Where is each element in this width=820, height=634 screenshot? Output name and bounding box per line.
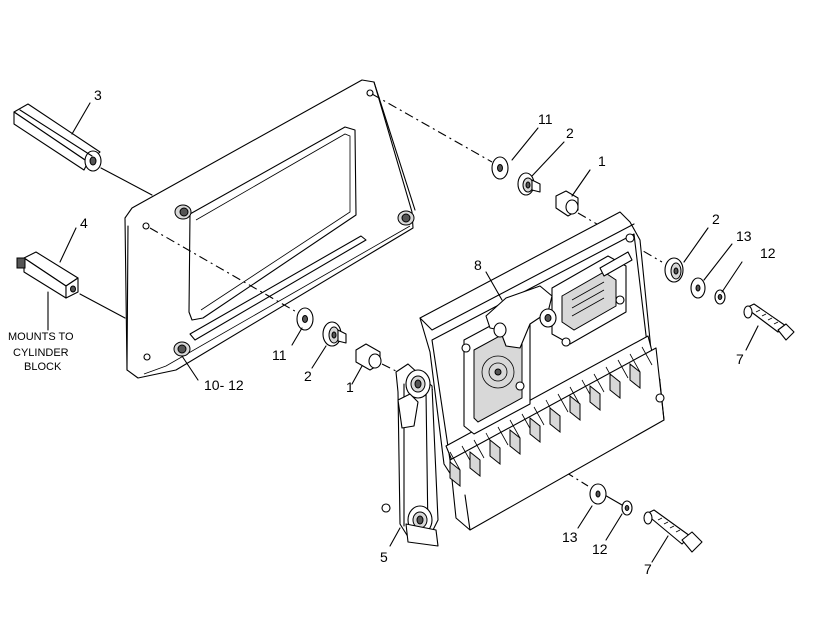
- grommet-2-right: [664, 257, 684, 283]
- callout-1-upper: 1: [598, 153, 606, 169]
- spacer-1-middle: [355, 343, 382, 371]
- grommet-2-upper: [517, 172, 541, 196]
- callout-5: 5: [380, 549, 388, 565]
- note-line-2: CYLINDER: [13, 347, 69, 359]
- callout-7-lower: 7: [644, 561, 652, 577]
- callout-10-12: 10- 12: [204, 377, 244, 393]
- part-8-bracket: [485, 285, 557, 349]
- leader-3-to-plate: [100, 167, 153, 196]
- callout-12-upper: 12: [760, 245, 776, 261]
- washer-13-lower: [589, 483, 607, 505]
- centerline-upper-b: [577, 212, 663, 263]
- washer-11-upper: [491, 156, 509, 180]
- callout-2-right: 2: [712, 211, 720, 227]
- washer-12-upper: [714, 289, 726, 305]
- callout-11-middle: 11: [272, 347, 287, 363]
- callout-13-upper: 13: [736, 228, 752, 244]
- callout-2-middle: 2: [304, 368, 312, 384]
- part-4-standoff: [16, 251, 79, 299]
- centerline-upper: [371, 93, 493, 163]
- bolt-7-upper: [743, 303, 795, 341]
- callout-12-lower: 12: [592, 541, 608, 557]
- callout-13-lower: 13: [562, 529, 578, 545]
- callout-labels: 3 4 11 2 1 2 13 12 8 11 2 1 10- 12 7 5 1…: [80, 87, 776, 577]
- note-line-1: MOUNTS TO: [8, 331, 74, 343]
- mounting-plate: [124, 79, 416, 379]
- washer-13-upper: [690, 277, 706, 299]
- callout-1-middle: 1: [346, 379, 354, 395]
- callout-8: 8: [474, 257, 482, 273]
- spacer-1-upper: [555, 190, 579, 217]
- mounting-note: MOUNTS TO CYLINDER BLOCK: [8, 331, 74, 373]
- part-5-frame: [395, 363, 439, 547]
- callout-7-upper: 7: [736, 351, 744, 367]
- washer-12-lower: [621, 500, 633, 516]
- ecm-module: [381, 211, 665, 531]
- note-line-3: BLOCK: [24, 361, 62, 373]
- grommet-2-middle: [322, 321, 347, 347]
- part-3-standoff: [13, 103, 102, 172]
- leader-4-to-plate: [79, 293, 126, 319]
- washer-11-middle: [296, 307, 314, 331]
- bolt-7-lower: [643, 509, 703, 553]
- callout-4: 4: [80, 215, 88, 231]
- callout-11-upper: 11: [538, 111, 553, 127]
- callout-leaders: [47, 102, 759, 563]
- callout-2-upper: 2: [566, 125, 574, 141]
- callout-3: 3: [94, 87, 102, 103]
